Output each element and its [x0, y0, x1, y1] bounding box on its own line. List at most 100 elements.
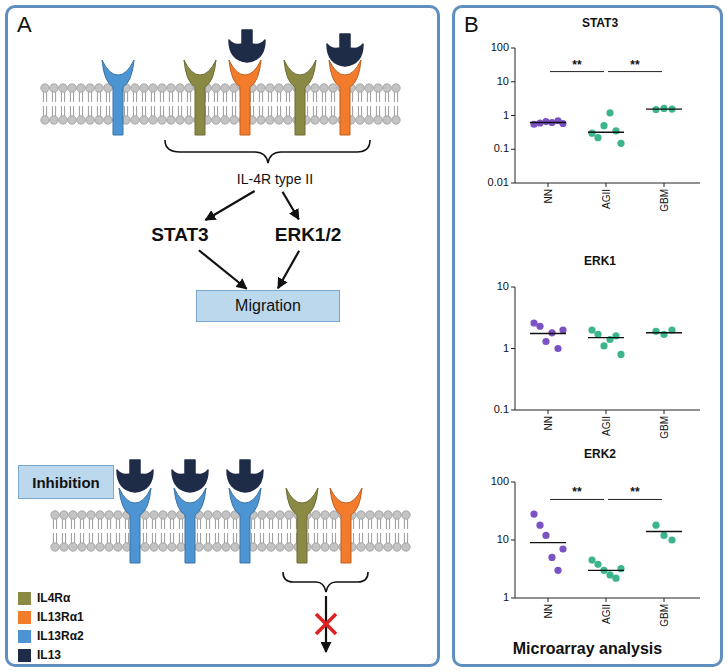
lipid-head: [51, 543, 59, 551]
lipid-tail: [80, 533, 81, 543]
tick-mark: [511, 287, 515, 288]
lipid-tail: [98, 519, 99, 529]
block-cross: [316, 614, 336, 634]
lipid-tail: [106, 92, 107, 102]
lipid-tail: [371, 533, 372, 543]
lipid-tail: [98, 533, 99, 543]
lipid-tail: [143, 533, 144, 543]
lipid-head: [374, 84, 382, 92]
lipid-tail: [100, 106, 101, 116]
lipid-head: [402, 543, 410, 551]
lipid-tail: [316, 106, 317, 116]
lipid-tail: [91, 106, 92, 116]
lipid-head: [59, 84, 67, 92]
receptor-symbol: [229, 488, 261, 563]
lipid-tail: [182, 519, 183, 529]
data-point: [594, 561, 601, 568]
lipid-tail: [352, 106, 353, 116]
lipid-head: [177, 543, 185, 551]
lipid-tail: [61, 106, 62, 116]
lipid-tail: [262, 92, 263, 102]
lipid-head: [114, 543, 122, 551]
lipid-head: [312, 543, 320, 551]
receptor-symbol: [184, 60, 216, 135]
data-point: [559, 545, 566, 552]
lipid-tail: [46, 92, 47, 102]
lipid-tail: [197, 519, 198, 529]
data-point: [600, 342, 607, 349]
lipid-tail: [361, 92, 362, 102]
tick-label: 0.1: [465, 403, 509, 415]
lipid-head: [329, 84, 337, 92]
lipid-tail: [136, 92, 137, 102]
lipid-tail: [326, 533, 327, 543]
lipid-tail: [322, 106, 323, 116]
lipid-tail: [332, 519, 333, 529]
panel-letter: B: [464, 12, 479, 38]
lipid-head: [77, 84, 85, 92]
lipid-tail: [268, 106, 269, 116]
lipid-tail: [271, 92, 272, 102]
lipid-head: [356, 116, 364, 124]
lipid-tail: [43, 106, 44, 116]
tick-mark: [511, 149, 515, 150]
lipid-tail: [317, 519, 318, 529]
lipid-tail: [317, 533, 318, 543]
lipid-head: [284, 84, 292, 92]
lipid-head: [158, 84, 166, 92]
lipid-head: [86, 84, 94, 92]
data-point: [652, 522, 659, 529]
lipid-tail: [361, 106, 362, 116]
lipid-tail: [142, 92, 143, 102]
lipid-tail: [163, 106, 164, 116]
lipid-tail: [164, 533, 165, 543]
lipid-tail: [116, 519, 117, 529]
lipid-tail: [385, 92, 386, 102]
lipid-tail: [101, 533, 102, 543]
lipid-head: [69, 543, 77, 551]
lipid-tail: [181, 92, 182, 102]
lipid-tail: [52, 106, 53, 116]
data-point: [660, 532, 667, 539]
lipid-tail: [200, 519, 201, 529]
lipid-tail: [227, 533, 228, 543]
ligand-symbol: [172, 460, 208, 492]
median-line: [530, 333, 566, 334]
lipid-tail: [223, 106, 224, 116]
lipid-tail: [73, 92, 74, 102]
receptor-bracket: [165, 140, 370, 163]
lipid-head: [105, 511, 113, 519]
lipid-tail: [119, 519, 120, 529]
lipid-tail: [407, 519, 408, 529]
lipid-tail: [187, 92, 188, 102]
lipid-tail: [280, 92, 281, 102]
lipid-tail: [151, 92, 152, 102]
lipid-head: [140, 116, 148, 124]
lipid-tail: [181, 106, 182, 116]
lipid-tail: [395, 519, 396, 529]
lipid-tail: [125, 533, 126, 543]
lipid-tail: [92, 533, 93, 543]
lipid-head: [284, 116, 292, 124]
data-point: [600, 122, 607, 129]
lipid-head: [222, 511, 230, 519]
tick-mark: [606, 598, 607, 602]
lipid-tail: [128, 533, 129, 543]
tick-label: 1: [465, 591, 509, 603]
lipid-head: [78, 543, 86, 551]
category-label: NN: [543, 189, 554, 203]
lipid-head: [158, 116, 166, 124]
lipid-tail: [146, 533, 147, 543]
lipid-tail: [206, 533, 207, 543]
lipid-tail: [259, 92, 260, 102]
lipid-tail: [388, 92, 389, 102]
lipid-tail: [281, 533, 282, 543]
lipid-tail: [206, 519, 207, 529]
lipid-tail: [287, 533, 288, 543]
tick-mark: [511, 348, 515, 349]
scatter-plot: [511, 287, 700, 414]
tick-label: 10: [465, 280, 509, 292]
category-label: AGII: [601, 604, 612, 624]
lipid-tail: [334, 106, 335, 116]
